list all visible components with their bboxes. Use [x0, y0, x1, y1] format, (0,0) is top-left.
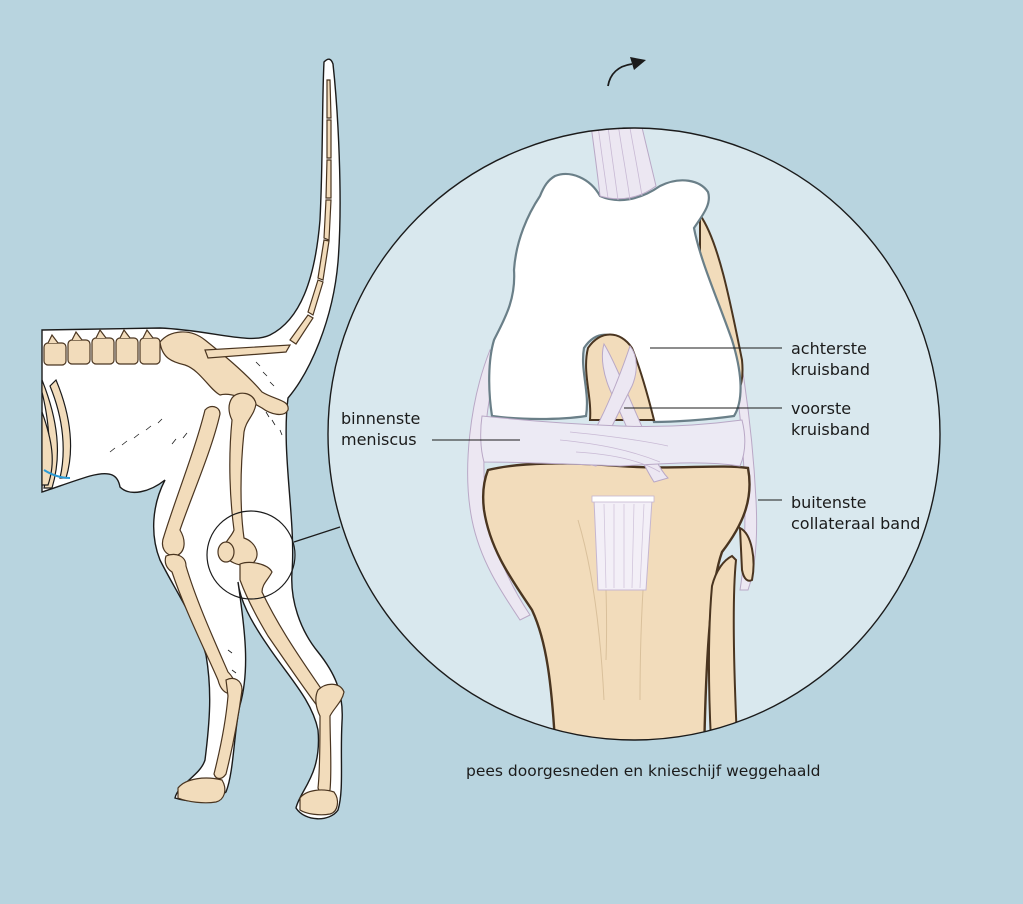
lumbar-spine — [43, 328, 161, 366]
leader-lines — [432, 347, 782, 501]
label-achterste-kruisband: achterste kruisband — [791, 338, 870, 380]
zoom-connector — [293, 526, 341, 543]
label-buitenste-collateraal-band: buitenste collateraal band — [791, 492, 920, 534]
pelvis — [159, 331, 289, 416]
label-binnenste-meniscus: binnenste meniscus — [341, 408, 420, 450]
knee-joint — [467, 84, 758, 740]
far-toes — [177, 777, 226, 804]
tendon-stump-fibers — [603, 503, 645, 589]
label-line-2: kruisband — [791, 360, 871, 379]
knee-zoom-indicator — [206, 510, 296, 600]
label-line-1: binnenste — [341, 409, 421, 428]
knee-zoom-circle-outline — [327, 127, 941, 741]
label-line-2: meniscus — [341, 430, 417, 449]
label-line-1: buitenste — [791, 493, 867, 512]
tendon-fibers — [593, 128, 643, 201]
label-line-1: achterste — [791, 339, 867, 358]
fibula — [708, 554, 740, 740]
tail-vertebrae — [204, 79, 332, 359]
near-patella — [217, 541, 235, 563]
far-femur — [161, 405, 221, 557]
near-hock — [315, 683, 345, 794]
dog-body-outline — [41, 58, 343, 820]
label-line-1: voorste — [791, 399, 852, 418]
meniscus-fibers — [559, 431, 669, 473]
label-line-2: collateraal band — [791, 514, 921, 533]
near-toes — [299, 789, 339, 816]
dog-skeleton — [43, 79, 345, 816]
meniscus-band — [480, 415, 746, 467]
rotation-arrow-head — [630, 57, 646, 70]
tendon-stump-top — [591, 495, 655, 503]
dog-hind-body — [41, 58, 343, 820]
diagram-caption: pees doorgesneden en knieschijf weggehaa… — [466, 762, 821, 780]
label-voorste-kruisband: voorste kruisband — [791, 398, 870, 440]
label-line-2: kruisband — [791, 420, 871, 439]
rib-blue-edge — [43, 469, 71, 479]
tendon-cut-end — [586, 84, 634, 96]
fur-texture — [109, 361, 283, 674]
fibula-head — [738, 526, 755, 582]
far-hock — [213, 677, 243, 780]
rotation-arrow — [607, 63, 633, 87]
